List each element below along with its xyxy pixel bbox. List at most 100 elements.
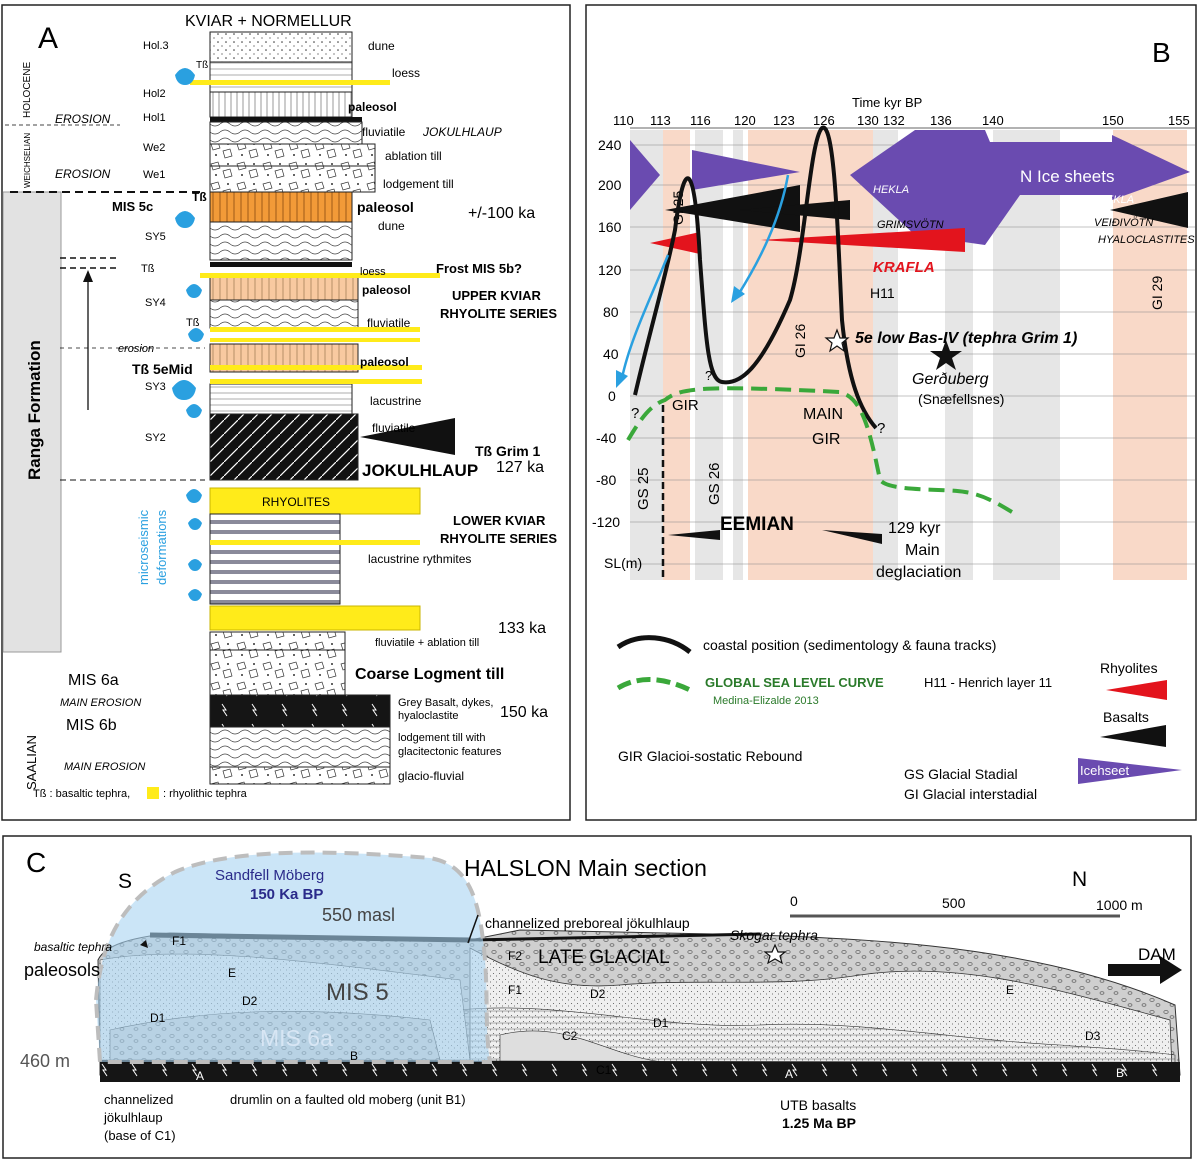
- legend-coastal-line: [616, 635, 692, 654]
- unit-we1: We1: [143, 169, 165, 181]
- time-tick: 116: [690, 113, 711, 128]
- label-fluviatile-3: fluviatile: [372, 421, 416, 435]
- krafla: KRAFLA: [873, 259, 935, 276]
- grimsvotn: GRIMSVÖTN: [877, 219, 944, 231]
- coarse-till: Coarse Logment till: [355, 666, 504, 683]
- legend-rhy: : rhyolithic tephra: [163, 788, 248, 800]
- mis5c-label: MIS 5c: [112, 199, 153, 214]
- label-glacio-fluvial: glacio-fluvial: [398, 769, 464, 783]
- unit-a-n: A: [785, 1067, 793, 1081]
- legend-gs: GS Glacial Stadial: [904, 766, 1018, 782]
- label-dune-1: dune: [368, 39, 395, 53]
- frost-mis5b: Frost MIS 5b?: [436, 261, 522, 276]
- basalt-wedge-grim: [360, 418, 455, 455]
- erosion-2: EROSION: [55, 167, 111, 181]
- time-tick: 150: [1102, 113, 1124, 128]
- ice-small-mid: [692, 150, 800, 190]
- unit-d2-n: D2: [590, 987, 606, 1001]
- main-erosion-1: MAIN EROSION: [60, 697, 141, 709]
- skogar-label: Skogar tephra: [730, 927, 818, 943]
- main-degl-2: deglaciation: [876, 564, 961, 581]
- lower-series-1: LOWER KVIAR: [453, 513, 546, 528]
- scale-1000: 1000 m: [1096, 897, 1143, 913]
- unit-b-n: B: [1116, 1066, 1124, 1080]
- ch-jok-3: (base of C1): [104, 1128, 176, 1143]
- upper-series-2: RHYOLITE SERIES: [440, 306, 557, 321]
- south-label: S: [118, 870, 132, 893]
- time-tick: 140: [982, 113, 1004, 128]
- legend-medina: Medina-Elizalde 2013: [713, 695, 819, 707]
- ice-small-left: [630, 140, 660, 210]
- veidivotn: VEIÐIVÖTN: [1094, 217, 1153, 229]
- kyr129: 129 kyr: [888, 520, 941, 537]
- unit-d1-s: D1: [150, 1011, 166, 1025]
- panel-b: B Time kyr BP 110 113: [585, 4, 1197, 821]
- unit-e-n: E: [1006, 983, 1014, 997]
- mis5-label: MIS 5: [326, 979, 389, 1006]
- ka150-label: 150 Ka BP: [250, 886, 323, 903]
- label-loess-2: loess: [360, 266, 386, 278]
- unit-c1: C1: [596, 1063, 612, 1077]
- gs25: GS 25: [635, 467, 652, 510]
- unit-a-s: A: [196, 1069, 204, 1083]
- channelized-preboreal: channelized preboreal jökulhlaup: [485, 915, 690, 931]
- main-erosion-2: MAIN EROSION: [64, 761, 145, 773]
- section-title: HALSLON Main section: [464, 855, 707, 881]
- label-paleosol-1: paleosol: [348, 100, 397, 114]
- gerduberg: Gerðuberg: [912, 371, 989, 388]
- hekla-2: HEKLA: [1098, 194, 1134, 206]
- blue-arrow-2: [736, 174, 790, 296]
- legend-h11: H11 - Henrich layer 11: [924, 675, 1052, 690]
- site-title: KVIAR + NORMELLUR: [185, 13, 352, 30]
- label-rythmites: lacustrine rythmites: [368, 552, 471, 566]
- age-127ka: 127 ka: [496, 459, 544, 476]
- mis6b-label: MIS 6b: [66, 717, 117, 734]
- time-tick: 136: [930, 113, 952, 128]
- main-degl-1: Main: [905, 542, 940, 559]
- q-1: ?: [631, 405, 639, 422]
- sl-tick: 160: [598, 219, 622, 235]
- strat-column: RHYOLITES: [190, 31, 455, 785]
- label-lodgement-glacitect-1: lodgement till with: [398, 732, 485, 744]
- skogar-star: [763, 943, 787, 965]
- tb-grim1: Tß Grim 1: [475, 443, 541, 459]
- gir-1: GIR: [672, 397, 699, 414]
- unit-sy5: SY5: [145, 231, 166, 243]
- gir-2: GIR: [812, 431, 840, 448]
- deformation-symbols: [172, 68, 204, 601]
- legend-rhyolite-wedge: [1106, 680, 1167, 700]
- late-glacial: LATE GLACIAL: [538, 947, 670, 968]
- label-grey-basalt: Grey Basalt, dykes,: [398, 697, 493, 709]
- scale-500: 500: [942, 895, 966, 911]
- label-loess-1: loess: [392, 66, 420, 80]
- panel-a-letter: A: [38, 22, 58, 55]
- panel-c: C HALSLON Main section S N 0 500 1000 m …: [2, 835, 1192, 1159]
- tb5emid-label: Tß 5eMid: [132, 361, 193, 377]
- epoch-saalian: SAALIAN: [24, 735, 39, 790]
- gi26: GI 26: [792, 324, 808, 358]
- global-sea-level-curve: [626, 386, 1014, 514]
- star-grim1: [824, 328, 850, 353]
- legend-tb: Tß : basaltic tephra,: [33, 788, 130, 800]
- h11: H11: [870, 285, 895, 301]
- legend-coastal: coastal position (sedimentology & fauna …: [703, 637, 996, 653]
- rhyolite-wedge-2: [760, 228, 965, 252]
- unit-hol1: Hol1: [143, 112, 166, 124]
- time-tick: 110: [613, 113, 634, 128]
- legend-gsl-line: [616, 677, 692, 693]
- label-dune-2: dune: [378, 219, 405, 233]
- paleosols: paleosols: [24, 960, 100, 980]
- microseismic-1: microseismic: [136, 509, 151, 585]
- erosion-1: EROSION: [55, 112, 111, 126]
- coastal-position-curve: [633, 125, 878, 430]
- unit-c2: C2: [562, 1029, 578, 1043]
- legend-icesheet: [1078, 758, 1182, 784]
- unit-f1-s: F1: [172, 934, 186, 948]
- time-tick: 123: [773, 113, 795, 128]
- legend-basalts: Basalts: [1103, 709, 1149, 725]
- upper-series-1: UPPER KVIAR: [452, 288, 541, 303]
- unit-b-s: B: [350, 1049, 358, 1063]
- sl-label: SL(m): [604, 555, 642, 571]
- utb-label: UTB basalts: [780, 1097, 856, 1113]
